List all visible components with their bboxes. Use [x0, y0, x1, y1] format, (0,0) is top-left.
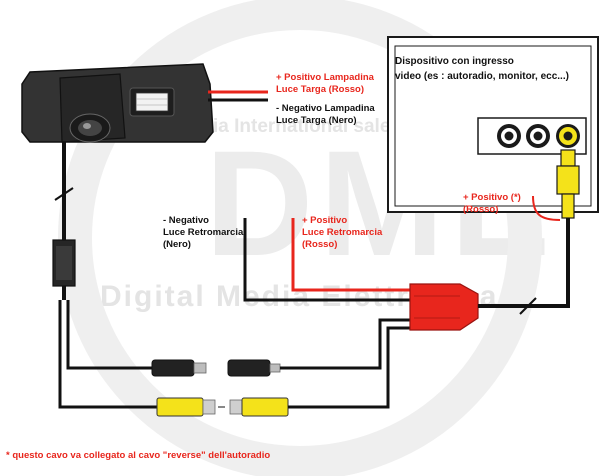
rca-connector-female: [229, 397, 289, 417]
device-rca-plug: [556, 149, 580, 219]
label-device-positive: + Positivo (*) (Rosso): [463, 192, 521, 215]
rear-camera: [21, 63, 214, 143]
device-title: Dispositivo con ingresso video (es : aut…: [395, 56, 569, 82]
label-reverse-negative: - Negativo Luce Retromarcia (Nero): [163, 215, 244, 250]
label-reverse-positive: + Positivo Luce Retromarcia (Rosso): [302, 215, 383, 250]
watermark-ring: [58, 0, 542, 476]
device-positive-wire: [532, 195, 561, 221]
rca-socket-black-1: [497, 124, 521, 148]
power-connector-male: [151, 359, 207, 377]
rca-socket-black-2: [526, 124, 550, 148]
label-plate-positive: + Positivo Lampadina Luce Targa (Rosso): [276, 72, 374, 95]
watermark-line1: Media International sales: [175, 116, 401, 137]
power-connector-female: [227, 359, 281, 377]
splitter-to-device-cable: [478, 218, 570, 315]
red-splitter: [409, 283, 479, 331]
label-plate-negative: - Negativo Lampadina Luce Targa (Nero): [276, 103, 375, 126]
rca-connector-male: [156, 397, 225, 417]
reverse-positive-wire: [291, 218, 410, 292]
reverse-negative-wire: [243, 218, 410, 302]
extension-cable: [280, 318, 410, 409]
footnote: * questo cavo va collegato al cavo "reve…: [6, 450, 271, 461]
camera-main-cable: [52, 142, 157, 409]
rca-socket-yellow: [556, 124, 580, 148]
